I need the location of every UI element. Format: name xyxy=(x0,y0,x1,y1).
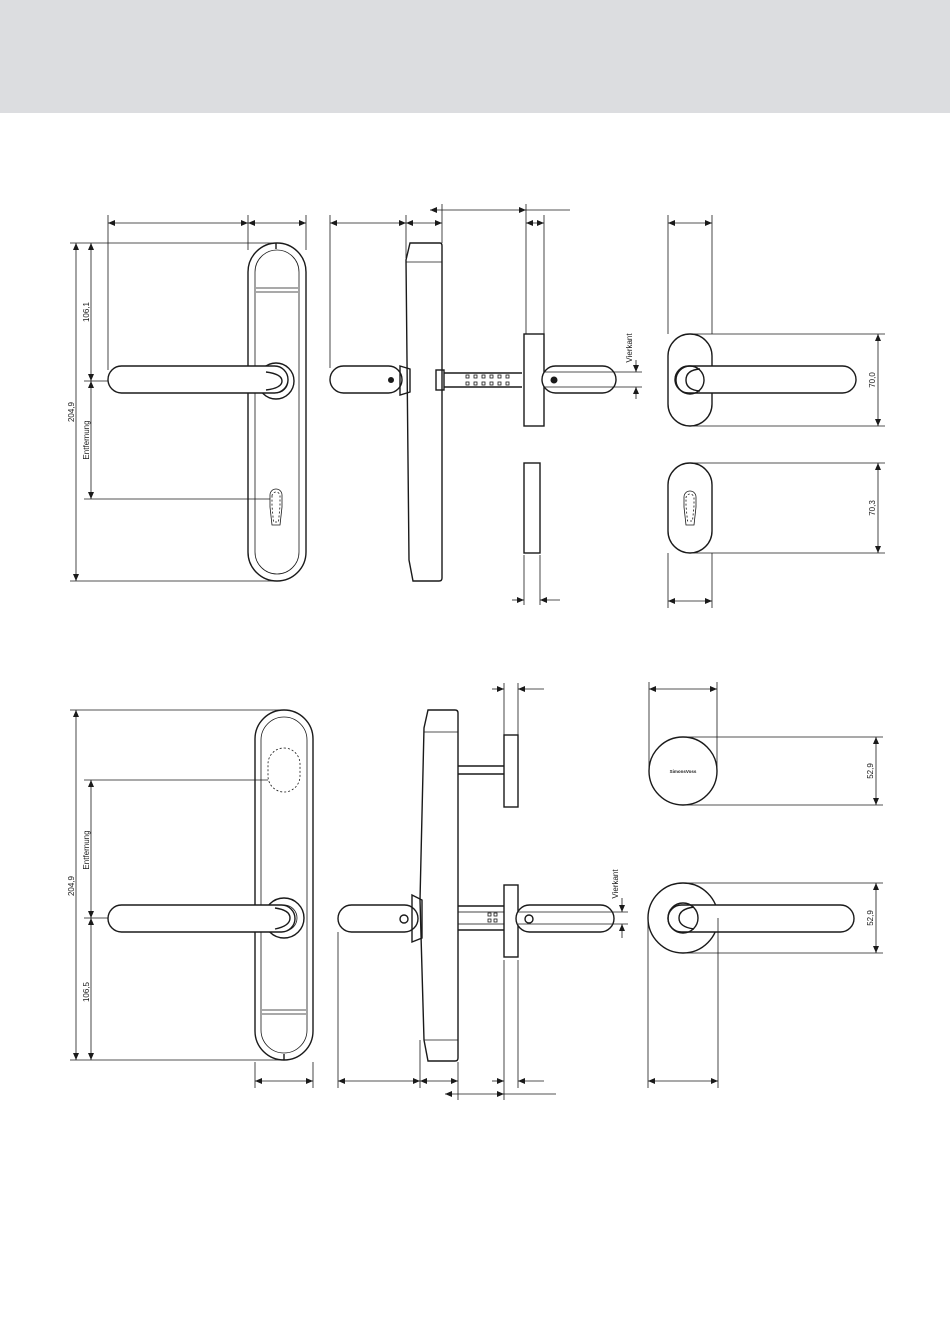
inner-rose-cylinder-side-bottom xyxy=(504,735,518,807)
dim-square: Vierkant xyxy=(625,333,634,363)
dim-distance: Entfernung xyxy=(82,420,91,459)
plate-profile-bottom xyxy=(420,710,458,1061)
top-rose-view xyxy=(668,334,856,553)
dim-round-handle: 52,9 xyxy=(866,910,875,926)
plate-outline xyxy=(248,243,306,581)
dim-total-height: 204,9 xyxy=(67,401,76,422)
dim-rose-handle: 70,0 xyxy=(868,372,877,388)
inner-rose-cylinder-side xyxy=(524,463,540,553)
plate-profile xyxy=(406,243,442,581)
dim-upper: 106,1 xyxy=(82,301,91,322)
round-rose-lever xyxy=(668,905,854,932)
bottom-rose-view: SimonsVoss xyxy=(648,737,854,953)
spindle-holes xyxy=(466,375,509,385)
bottom-front-view xyxy=(108,710,313,1060)
cylinder-cutout xyxy=(270,489,282,525)
bottom-side-view xyxy=(338,710,614,1061)
side-lever-bottom xyxy=(338,905,418,932)
lever-handle xyxy=(108,366,288,393)
lever-handle-bottom xyxy=(108,905,295,932)
bottom-rose-dimensions: 52,9 52,9 xyxy=(648,682,883,1088)
top-rose-dimensions: 70,0 70,3 xyxy=(668,215,885,608)
cylinder-cover-dashed xyxy=(268,748,300,792)
dim-square-bottom: Vierkant xyxy=(611,869,620,899)
plate-outline-bottom xyxy=(255,710,313,1060)
inner-lever-side-bottom xyxy=(516,905,614,932)
rose-cylinder-plate xyxy=(668,463,712,553)
rose-lever xyxy=(675,366,856,393)
dim-round-cylinder: 52,9 xyxy=(866,763,875,779)
top-front-view xyxy=(108,243,306,581)
dim-distance-bottom: Entfernung xyxy=(82,830,91,869)
brand-logo: SimonsVoss xyxy=(670,769,697,774)
top-side-dimensions: Vierkant xyxy=(330,204,642,605)
dim-lower-bottom: 106,5 xyxy=(82,981,91,1002)
inner-rose-side xyxy=(524,334,544,426)
top-side-view xyxy=(330,243,616,581)
bottom-side-dimensions: Vierkant xyxy=(338,683,628,1100)
dim-rose-cylinder: 70,3 xyxy=(868,500,877,516)
dim-total-height-bottom: 204,9 xyxy=(67,875,76,896)
